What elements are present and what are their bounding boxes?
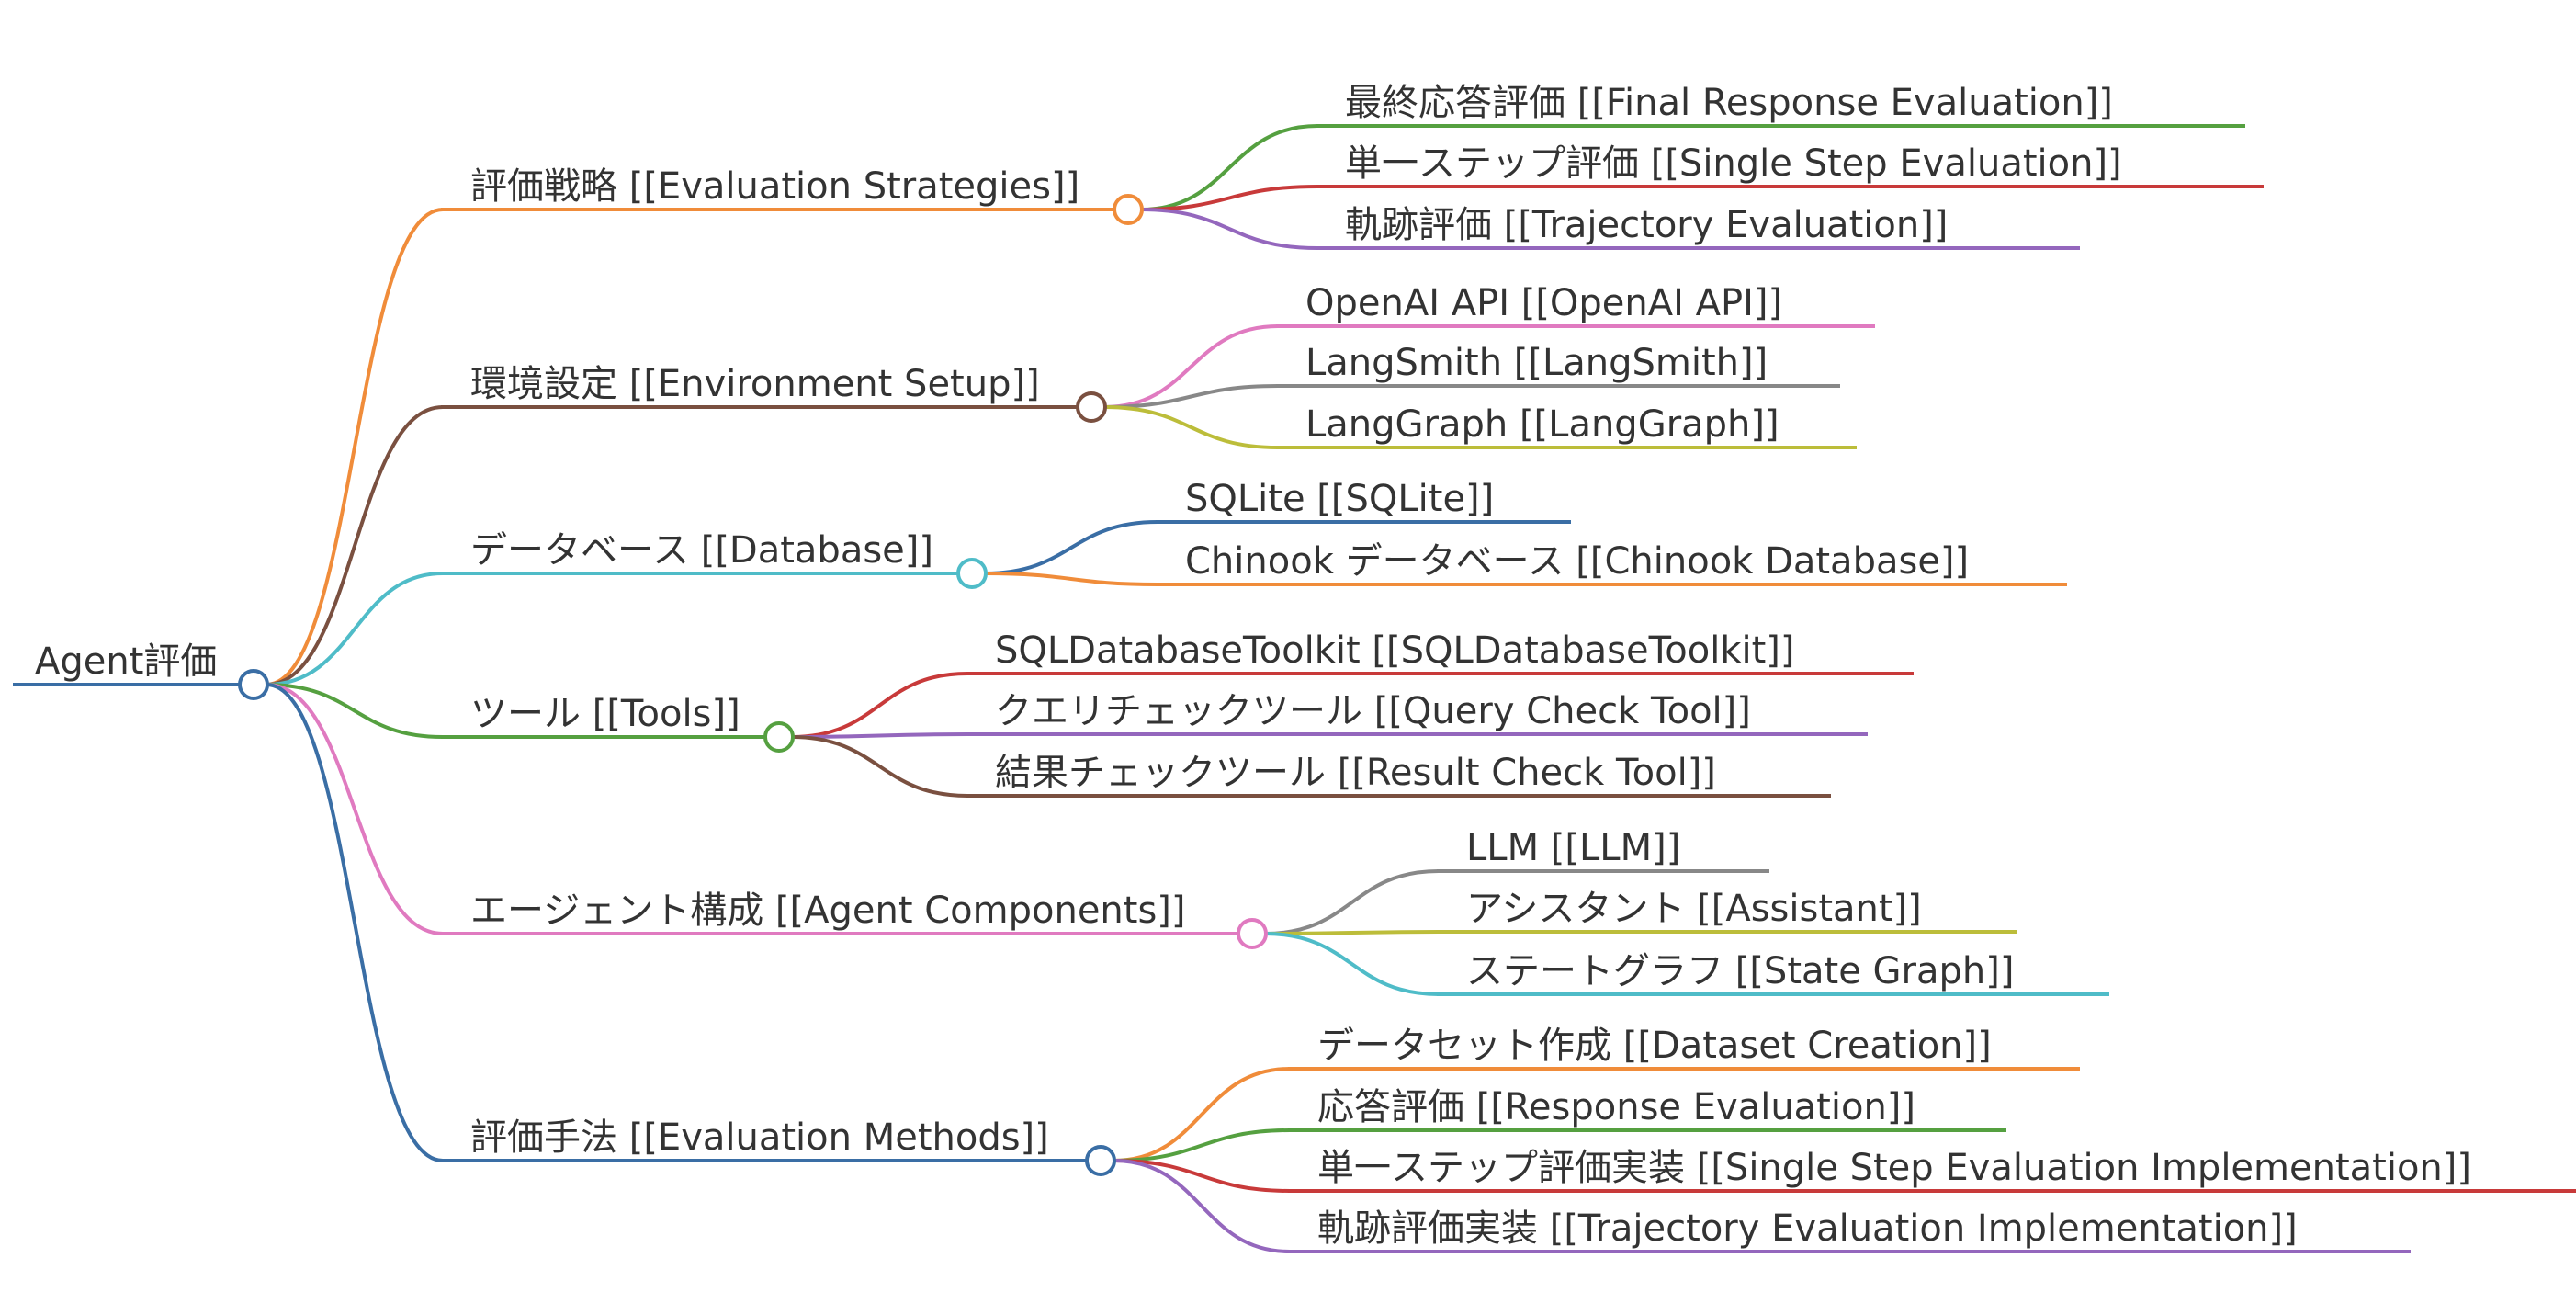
- child-connector: [1264, 930, 1440, 935]
- child-label[interactable]: Chinook データベース [[Chinook Database]]: [1185, 540, 1969, 583]
- child-label[interactable]: ステートグラフ [[State Graph]]: [1466, 950, 2014, 992]
- child-label[interactable]: LangGraph [[LangGraph]]: [1305, 403, 1779, 446]
- child-connector: [1113, 1159, 1291, 1193]
- branch-label[interactable]: エージェント構成 [[Agent Components]]: [470, 890, 1186, 932]
- child-connector: [1140, 208, 1318, 250]
- child-connector: [1113, 1159, 1291, 1253]
- child-label[interactable]: データセット作成 [[Dataset Creation]]: [1317, 1025, 1992, 1067]
- child-connector: [984, 520, 1158, 575]
- child-label[interactable]: OpenAI API [[OpenAI API]]: [1305, 282, 1782, 324]
- branch-connector: [266, 683, 444, 739]
- child-label[interactable]: SQLite [[SQLite]]: [1185, 478, 1494, 520]
- branch-connector: [266, 208, 444, 686]
- child-label[interactable]: 最終応答評価 [[Final Response Evaluation]]: [1345, 82, 2113, 124]
- child-label[interactable]: クエリチェックツール [[Query Check Tool]]: [995, 690, 1751, 732]
- connector-layer: [13, 124, 2576, 1253]
- child-label[interactable]: 単一ステップ評価 [[Single Step Evaluation]]: [1345, 142, 2122, 185]
- child-connector: [791, 672, 968, 739]
- branch-node-dot[interactable]: [1085, 1145, 1116, 1176]
- branch-label[interactable]: ツール [[Tools]]: [470, 693, 740, 735]
- child-connector: [1113, 1067, 1291, 1162]
- child-connector: [791, 732, 968, 739]
- child-connector: [1103, 384, 1279, 409]
- branch-label[interactable]: 評価手法 [[Evaluation Methods]]: [470, 1116, 1049, 1159]
- child-label[interactable]: 単一ステップ評価実装 [[Single Step Evaluation Impl…: [1317, 1147, 2471, 1189]
- child-label[interactable]: 軌跡評価 [[Trajectory Evaluation]]: [1345, 204, 1948, 246]
- child-connector: [1113, 1128, 1291, 1162]
- child-label[interactable]: 結果チェックツール [[Result Check Tool]]: [995, 752, 1716, 794]
- child-label[interactable]: 軌跡評価実装 [[Trajectory Evaluation Implement…: [1317, 1207, 2298, 1250]
- branch-node-dot[interactable]: [956, 558, 988, 589]
- child-connector: [1264, 869, 1440, 935]
- branch-connector: [266, 683, 444, 1162]
- child-label[interactable]: 応答評価 [[Response Evaluation]]: [1317, 1086, 1915, 1128]
- branch-node-dot[interactable]: [763, 721, 795, 753]
- node-dot-layer: [238, 194, 1268, 1176]
- root-node-dot[interactable]: [238, 669, 269, 700]
- child-connector: [1140, 185, 1318, 211]
- child-connector: [1140, 124, 1318, 211]
- branch-connector: [266, 572, 444, 686]
- child-label[interactable]: LLM [[LLM]]: [1466, 827, 1680, 869]
- child-connector: [1103, 405, 1279, 449]
- child-connector: [984, 572, 1158, 586]
- branch-connector: [266, 405, 444, 686]
- child-connector: [791, 735, 968, 798]
- branch-connector: [266, 683, 444, 935]
- branch-label[interactable]: データベース [[Database]]: [470, 529, 933, 572]
- branch-label[interactable]: 評価戦略 [[Evaluation Strategies]]: [470, 165, 1079, 208]
- child-label[interactable]: SQLDatabaseToolkit [[SQLDatabaseToolkit]…: [995, 629, 1795, 672]
- branch-node-dot[interactable]: [1113, 194, 1144, 225]
- child-connector: [1264, 932, 1440, 996]
- child-label[interactable]: LangSmith [[LangSmith]]: [1305, 342, 1768, 384]
- branch-label[interactable]: 環境設定 [[Environment Setup]]: [470, 363, 1040, 405]
- child-connector: [1103, 324, 1279, 409]
- label-layer: Agent評価 評価戦略 [[Evaluation Strategies]] 最終応…: [35, 82, 2471, 1250]
- root-label: Agent評価: [35, 640, 217, 683]
- branch-node-dot[interactable]: [1076, 391, 1107, 423]
- branch-node-dot[interactable]: [1237, 918, 1268, 949]
- child-label[interactable]: アシスタント [[Assistant]]: [1466, 888, 1922, 930]
